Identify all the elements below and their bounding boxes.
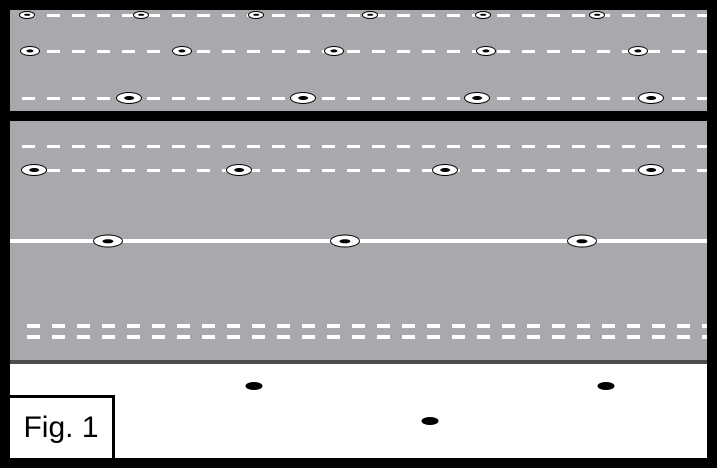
raised-pavement-marker-icon <box>172 46 192 56</box>
raised-pavement-marker-icon <box>248 11 264 19</box>
shoulder-dot-icon <box>421 417 439 425</box>
shoulder-dot-icon <box>597 382 615 390</box>
raised-pavement-marker-icon <box>475 11 491 19</box>
raised-pavement-marker-icon <box>21 164 47 176</box>
lane-line-dashed <box>22 97 707 100</box>
raised-pavement-marker-icon <box>464 92 490 104</box>
shoulder-dot-icon <box>245 382 263 390</box>
raised-pavement-marker-icon <box>19 11 35 19</box>
raised-pavement-marker-icon <box>567 234 597 248</box>
raised-pavement-marker-icon <box>638 92 664 104</box>
raised-pavement-marker-icon <box>93 234 123 248</box>
raised-pavement-marker-icon <box>638 164 664 176</box>
raised-pavement-marker-icon <box>628 46 648 56</box>
raised-pavement-marker-icon <box>116 92 142 104</box>
lane-line-dashed <box>22 145 707 148</box>
lane-line-double-dashed <box>27 335 707 339</box>
raised-pavement-marker-icon <box>330 234 360 248</box>
raised-pavement-marker-icon <box>20 46 40 56</box>
figure-label-text: Fig. 1 <box>23 411 99 444</box>
raised-pavement-marker-icon <box>476 46 496 56</box>
raised-pavement-marker-icon <box>133 11 149 19</box>
raised-pavement-marker-icon <box>226 164 252 176</box>
raised-pavement-marker-icon <box>589 11 605 19</box>
raised-pavement-marker-icon <box>432 164 458 176</box>
raised-pavement-marker-icon <box>362 11 378 19</box>
shoulder <box>10 364 707 458</box>
curb-line <box>10 360 707 364</box>
lane-line-dashed <box>22 50 707 53</box>
figure-label: Fig. 1 <box>10 395 115 458</box>
lane-line-dashed <box>22 169 707 172</box>
lane-line-double-dashed <box>27 324 707 328</box>
raised-pavement-marker-icon <box>324 46 344 56</box>
roadway-top <box>10 10 707 111</box>
raised-pavement-marker-icon <box>290 92 316 104</box>
